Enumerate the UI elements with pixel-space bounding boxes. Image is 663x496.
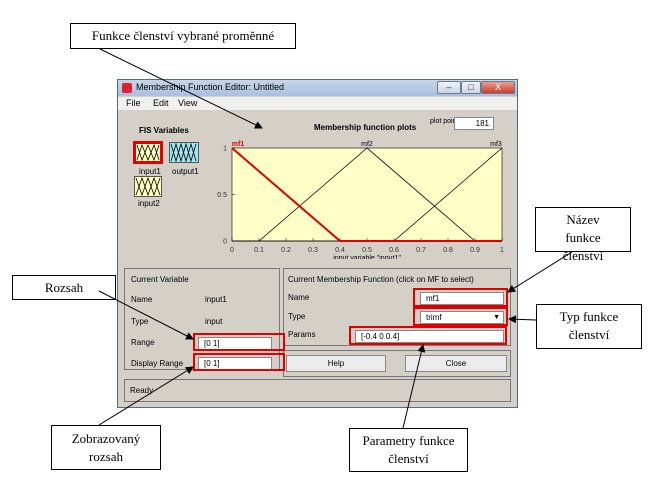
y-tick-label: 1	[223, 146, 227, 153]
x-tick-label: 0.2	[281, 247, 291, 254]
x-axis-label: input variable "input1"	[333, 255, 401, 259]
menu-file[interactable]: File	[126, 98, 141, 108]
menu-view[interactable]: View	[178, 98, 198, 108]
x-tick-label: 0.7	[416, 247, 426, 254]
x-tick-label: 0.4	[335, 247, 345, 254]
membership-function-editor-window: Membership Function Editor: Untitled – □…	[117, 79, 518, 408]
fis-variables-title: FIS Variables	[139, 126, 189, 135]
highlight-mf-name	[413, 288, 508, 307]
mf-curve-mf1	[231, 147, 502, 242]
annotation-mf-of-variable: Funkce členství vybrané proměnné	[70, 23, 296, 49]
annotation-mf-type: Typ funkce členství	[536, 304, 642, 349]
status-panel: Ready	[124, 379, 511, 402]
output1-label: output1	[172, 167, 199, 176]
mf-type-value: trimf	[426, 313, 442, 322]
annotation-range: Rozsah	[12, 275, 116, 300]
mf-params-input[interactable]: [-0.4 0 0.4]	[355, 330, 504, 343]
help-button[interactable]: Help	[286, 355, 386, 372]
plot-points-input[interactable]: 181	[454, 117, 494, 130]
highlight-mf-params	[349, 326, 507, 345]
mf-label-mf2: mf2	[361, 141, 373, 148]
annotation-mf-name: Název funkce členství	[535, 207, 631, 263]
mf-type-label: Type	[288, 312, 306, 321]
x-tick-label: 0	[230, 247, 234, 254]
input1-variable-icon[interactable]	[133, 141, 163, 164]
close-window-button[interactable]: X	[481, 81, 515, 94]
status-text: Ready	[130, 386, 154, 395]
plot-points-label: plot points:	[430, 118, 464, 125]
input2-label: input2	[138, 199, 160, 208]
x-tick-label: 0.3	[308, 247, 318, 254]
current-mf-title: Current Membership Function (click on MF…	[288, 275, 474, 284]
matlab-app-icon	[122, 83, 132, 93]
x-tick-label: 0.8	[443, 247, 453, 254]
current-mf-panel: Current Membership Function (click on MF…	[283, 268, 511, 346]
mf-label-mf1: mf1	[232, 141, 245, 148]
mf-params-label: Params	[288, 330, 316, 339]
range-label: Range	[131, 338, 155, 347]
mf-name-label: Name	[288, 293, 310, 302]
mf-triangles-icon	[170, 142, 197, 163]
maximize-button[interactable]: □	[461, 81, 481, 94]
display-range-label: Display Range	[131, 359, 184, 368]
variable-name-label: Name	[131, 295, 153, 304]
window-title: Membership Function Editor: Untitled	[136, 82, 285, 92]
dropdown-arrow-icon: ▼	[493, 314, 500, 321]
variable-type-value: input	[205, 317, 223, 326]
mf-label-mf3: mf3	[490, 141, 502, 148]
current-variable-title: Current Variable	[131, 275, 189, 284]
minimize-button[interactable]: –	[437, 81, 461, 94]
y-tick-label: 0.5	[217, 192, 227, 199]
y-tick-label: 0	[223, 239, 227, 246]
variable-name-value: input1	[205, 295, 227, 304]
variable-type-label: Type	[131, 317, 149, 326]
input2-variable-icon[interactable]	[134, 176, 162, 197]
mf-triangles-icon	[136, 143, 160, 162]
highlight-range	[193, 333, 285, 351]
mf-triangles-icon	[135, 176, 161, 197]
output1-variable-icon[interactable]	[169, 142, 199, 163]
title-bar: Membership Function Editor: Untitled – □…	[118, 80, 517, 96]
highlight-mf-type	[413, 307, 508, 326]
menu-edit[interactable]: Edit	[153, 98, 169, 108]
x-tick-label: 0.9	[470, 247, 480, 254]
annotation-display-range: Zobrazovaný rozsah	[51, 425, 161, 470]
annotation-mf-params: Parametry funkce členství	[349, 428, 468, 472]
x-tick-label: 1	[500, 247, 504, 254]
highlight-display-range	[193, 353, 285, 371]
menu-bar: File Edit View	[118, 97, 517, 110]
x-tick-label: 0.1	[254, 247, 264, 254]
plot-area	[231, 147, 503, 242]
input1-label: input1	[139, 167, 161, 176]
plot-title: Membership function plots	[314, 123, 417, 132]
x-tick-label: 0.5	[362, 247, 372, 254]
mf-name-input[interactable]: mf1	[420, 292, 504, 305]
membership-function-plot[interactable]: 0 0.1 0.2 0.3 0.4 0.5 0.6 0.7 0.8 0.9 1 0 0.5 1 input …	[210, 134, 510, 259]
close-button[interactable]: Close	[405, 355, 507, 372]
x-tick-label: 0.6	[389, 247, 399, 254]
mf-type-dropdown[interactable]: trimf ▼	[420, 311, 504, 324]
